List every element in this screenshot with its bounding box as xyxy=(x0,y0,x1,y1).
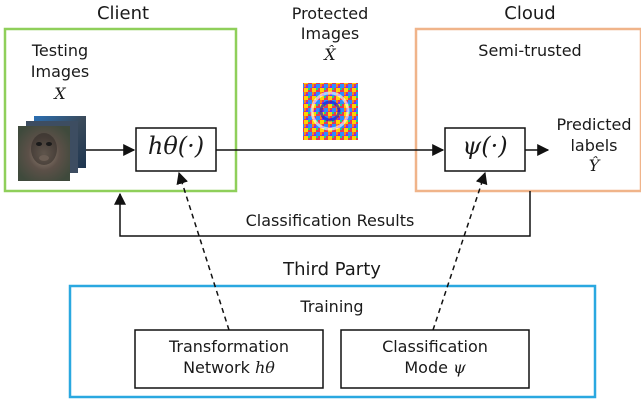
dashed-arrow-transform-to-h xyxy=(176,171,230,331)
cloud-title: Cloud xyxy=(504,3,556,24)
testing-images-label-1: Testing xyxy=(31,41,89,60)
cloud-box xyxy=(414,27,641,193)
cloud-subtitle: Semi-trusted xyxy=(478,41,582,60)
client-title: Client xyxy=(96,3,150,24)
predicted-var: Ŷ xyxy=(588,156,600,175)
arrow-results-to-client xyxy=(114,191,531,237)
h-theta-func: hθ(·) xyxy=(147,132,205,160)
classification-results-label: Classification Results xyxy=(245,211,415,230)
training-label: Training xyxy=(300,297,364,316)
predicted-label-1: Predicted xyxy=(556,115,632,134)
protected-var: X̂ xyxy=(324,45,336,64)
predicted-label-2: labels xyxy=(570,136,618,155)
protected-label-2: Images xyxy=(300,24,360,43)
transformation-network-box xyxy=(134,329,324,389)
protected-label-1: Protected xyxy=(291,4,369,23)
third-party-title: Third Party xyxy=(283,259,381,280)
testing-images-label-2: Images xyxy=(30,62,90,81)
classification-mode-label-1: Classification xyxy=(382,337,488,356)
classification-mode-label-2-row: Mode ψ xyxy=(341,359,529,377)
transformation-label-2: Network xyxy=(183,358,250,377)
psi-box xyxy=(444,127,526,172)
testing-images-var: X xyxy=(54,84,66,103)
classification-mode-label-2: Mode xyxy=(404,358,448,377)
classification-mode-var: ψ xyxy=(453,358,466,377)
psi-func: ψ(·) xyxy=(462,132,508,160)
testing-images-stack xyxy=(18,116,86,181)
transformation-label-1: Transformation xyxy=(168,337,290,356)
dashed-arrow-class-to-psi xyxy=(432,171,488,331)
classification-mode-box xyxy=(340,329,530,389)
client-box xyxy=(3,27,238,193)
h-theta-box xyxy=(135,127,217,172)
transformation-label-2-row: Network hθ xyxy=(135,359,323,377)
protected-image xyxy=(303,83,358,140)
transformation-var: hθ xyxy=(254,358,275,377)
third-party-box xyxy=(68,284,597,399)
